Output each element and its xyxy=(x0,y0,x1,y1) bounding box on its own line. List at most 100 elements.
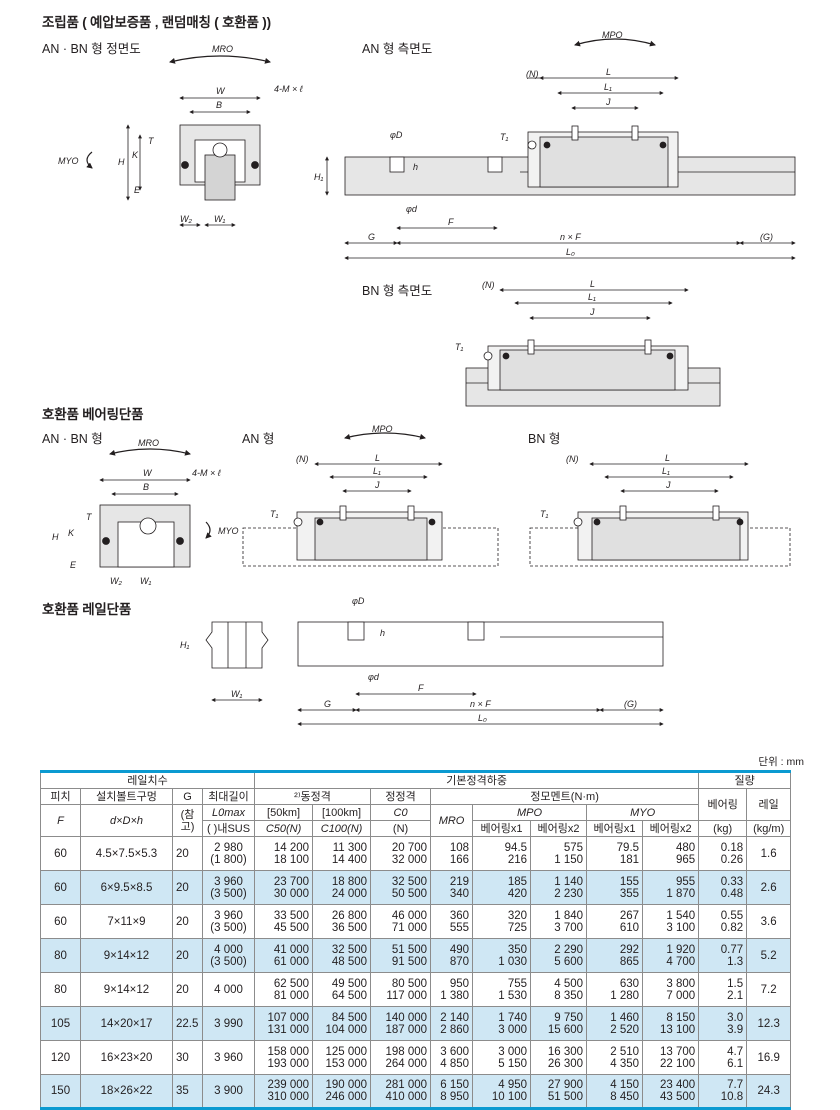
dim-mpo-1: MPO xyxy=(602,30,623,40)
cell-c50-line: 30 000 xyxy=(273,887,310,900)
cell-f: 60 xyxy=(40,870,81,905)
view-label-front-2: AN · BN 형 xyxy=(42,432,103,446)
th-ddh: d×D×h xyxy=(109,814,144,827)
cell-myo1-line: 2 510 xyxy=(610,1045,640,1058)
cell-myo1-line: 865 xyxy=(619,955,640,968)
cell-mpo2-line: 1 840 xyxy=(554,909,584,922)
cell-mro-line: 4 850 xyxy=(440,1057,470,1070)
th-mro: MRO xyxy=(438,814,465,827)
cell-lmax-line: 2 980 xyxy=(214,841,243,854)
cell-c50-line: 310 000 xyxy=(267,1091,310,1103)
cell-mro-line: 555 xyxy=(449,921,470,934)
dim-l1-4: L₁ xyxy=(662,466,670,476)
cell-mpo2-line: 26 300 xyxy=(547,1057,584,1070)
dim-l1-2: L₁ xyxy=(588,292,596,302)
moment-arrow-mro xyxy=(169,55,271,64)
cell-mpo1-line: 725 xyxy=(507,921,528,934)
dim-g-1: G xyxy=(368,232,375,242)
cell-mpo2-line: 1 140 xyxy=(554,875,584,888)
dim-t-2: T xyxy=(86,512,93,522)
th-g: G xyxy=(172,788,203,805)
cell-c0-line: 91 500 xyxy=(391,955,428,968)
cell-bolt: 4.5×7.5×5.3 xyxy=(80,836,173,871)
cell-mpo1-line: 1 740 xyxy=(498,1011,528,1024)
dim-n-4: (N) xyxy=(566,454,579,464)
dim-l1-3: L₁ xyxy=(373,466,381,476)
cell-myo2-line: 1 920 xyxy=(666,943,696,956)
cell-myo2-line: 4 700 xyxy=(666,955,696,968)
cell-lmax-line: 3 900 xyxy=(214,1085,243,1097)
cell-c100-line: 246 000 xyxy=(325,1091,368,1103)
cell-mro-line: 490 xyxy=(449,943,470,956)
cell-lmax-line: (3 500) xyxy=(210,921,247,934)
cell-c0-line: 50 500 xyxy=(391,887,428,900)
cell-mro-line: 950 xyxy=(449,977,470,990)
cell-bolt: 18×26×22 xyxy=(80,1074,173,1110)
dim-l0-1: L₀ xyxy=(566,247,575,257)
cell-mr: 5.2 xyxy=(746,938,792,973)
cell-mb-line: 0.48 xyxy=(720,887,744,900)
cell-mro-line: 8 950 xyxy=(440,1091,470,1103)
dim-4m-1: 4-M × ℓ xyxy=(274,84,303,94)
cell-myo1-line: 4 150 xyxy=(610,1079,640,1091)
dim-n-1: (N) xyxy=(526,69,539,79)
cell-lmax-line: 4 000 xyxy=(214,983,243,996)
th-50km: [50km] xyxy=(254,804,314,821)
cell-mr: 1.6 xyxy=(746,836,792,871)
th-l0max: L0max xyxy=(212,806,246,819)
technical-drawings: MRO W B 4-M × ℓ H K T E MYO W₂ W₁ MPO xyxy=(52,30,796,726)
cell-mpo2-line: 16 300 xyxy=(547,1045,584,1058)
cell-mb-line: 2.1 xyxy=(727,989,744,1002)
spec-table: 레일치수 기본정격하중 질량 피치 설치볼트구멍 G 최대길이 ²⁾동정격 정정… xyxy=(39,770,792,1110)
dim-j-1: J xyxy=(605,97,611,107)
cell-mpo1-line: 10 100 xyxy=(491,1091,528,1103)
cell-c50-line: 107 000 xyxy=(267,1011,310,1024)
cell-mb-line: 1.3 xyxy=(727,955,744,968)
cell-mpo1-line: 420 xyxy=(507,887,528,900)
cell-mr: 12.3 xyxy=(746,1006,792,1041)
cell-c100-line: 36 500 xyxy=(331,921,368,934)
th-load: 기본정격하중 xyxy=(254,770,700,789)
dim-mpo-2: MPO xyxy=(372,424,393,434)
cell-g: 20 xyxy=(172,938,203,973)
cell-c50-line: 193 000 xyxy=(267,1057,310,1070)
cell-c0-line: 46 000 xyxy=(391,909,428,922)
cell-c0-line: 198 000 xyxy=(385,1045,428,1058)
th-pitch: 피치 xyxy=(40,788,81,805)
section-title-assembly: 조립품 ( 예압보증품 , 랜덤매칭 ( 호환품 )) xyxy=(42,15,271,30)
cell-f: 80 xyxy=(40,972,81,1007)
cell-mpo2-line: 2 290 xyxy=(554,943,584,956)
cell-mr: 7.2 xyxy=(746,972,792,1007)
cell-mro-line: 360 xyxy=(449,909,470,922)
cell-mpo1-line: 755 xyxy=(507,977,528,990)
cell-c50-line: 239 000 xyxy=(267,1079,310,1091)
cell-mpo1-line: 320 xyxy=(507,909,528,922)
cell-c0-line: 80 500 xyxy=(391,977,428,990)
cell-c50-line: 41 000 xyxy=(273,943,310,956)
th-rail: 레일 xyxy=(746,788,792,821)
cell-c0-line: 71 000 xyxy=(391,921,428,934)
cell-mb-line: 0.18 xyxy=(720,841,744,854)
cell-c50-line: 81 000 xyxy=(273,989,310,1002)
cell-c50-line: 61 000 xyxy=(273,955,310,968)
